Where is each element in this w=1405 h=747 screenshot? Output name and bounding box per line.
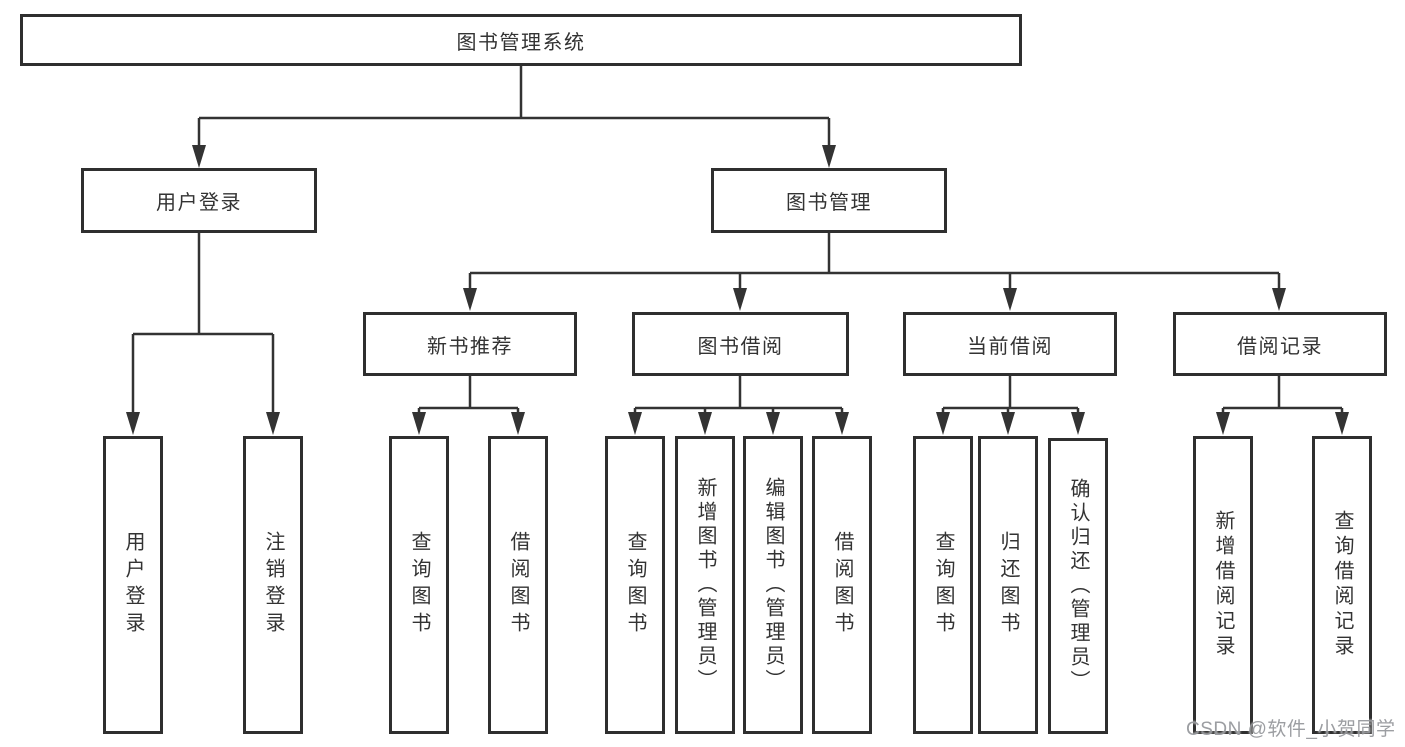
node-new-book-recommend-label: 新书推荐 xyxy=(427,335,513,358)
leaf-borrow-books-1: 借阅图书 xyxy=(488,436,548,734)
leaf-add-books-admin-label: 新增图书（管理员） xyxy=(694,477,716,693)
node-borrow-records-label: 借阅记录 xyxy=(1237,335,1323,358)
node-book-management: 图书管理 xyxy=(711,168,947,233)
leaf-query-books-2: 查询图书 xyxy=(605,436,665,734)
node-current-borrow-label: 当前借阅 xyxy=(967,335,1053,358)
leaf-user-login-label: 用户登录 xyxy=(122,531,144,639)
leaf-edit-books-admin-label: 编辑图书（管理员） xyxy=(762,477,784,693)
leaf-add-borrow-record: 新增借阅记录 xyxy=(1193,436,1253,734)
leaf-confirm-return-admin-label: 确认归还（管理员） xyxy=(1067,478,1089,694)
leaf-query-borrow-record: 查询借阅记录 xyxy=(1312,436,1372,734)
leaf-return-books-label: 归还图书 xyxy=(997,531,1019,639)
leaf-add-books-admin: 新增图书（管理员） xyxy=(675,436,735,734)
leaf-return-books: 归还图书 xyxy=(978,436,1038,734)
node-new-book-recommend: 新书推荐 xyxy=(363,312,577,376)
leaf-edit-books-admin: 编辑图书（管理员） xyxy=(743,436,803,734)
leaf-query-books-3: 查询图书 xyxy=(913,436,973,734)
node-library-system-label: 图书管理系统 xyxy=(456,31,586,54)
csdn-watermark: CSDN @软件_小贺同学 xyxy=(1186,719,1396,740)
node-borrow-records: 借阅记录 xyxy=(1173,312,1387,376)
leaf-query-books-3-label: 查询图书 xyxy=(932,531,954,639)
leaf-borrow-books-2: 借阅图书 xyxy=(812,436,872,734)
leaf-logout-label: 注销登录 xyxy=(262,531,284,639)
node-current-borrow: 当前借阅 xyxy=(903,312,1117,376)
node-book-management-label: 图书管理 xyxy=(786,192,872,214)
leaf-query-books-2-label: 查询图书 xyxy=(624,531,646,639)
leaf-borrow-books-2-label: 借阅图书 xyxy=(831,531,853,639)
node-library-system: 图书管理系统 xyxy=(20,14,1022,66)
node-book-borrow: 图书借阅 xyxy=(632,312,849,376)
leaf-query-borrow-record-label: 查询借阅记录 xyxy=(1331,510,1353,660)
node-user-login-label: 用户登录 xyxy=(156,192,242,214)
leaf-query-books-1-label: 查询图书 xyxy=(408,531,430,639)
leaf-user-login: 用户登录 xyxy=(103,436,163,734)
leaf-query-books-1: 查询图书 xyxy=(389,436,449,734)
leaf-add-borrow-record-label: 新增借阅记录 xyxy=(1212,510,1234,660)
leaf-borrow-books-1-label: 借阅图书 xyxy=(507,531,529,639)
leaf-logout: 注销登录 xyxy=(243,436,303,734)
node-user-login: 用户登录 xyxy=(81,168,317,233)
leaf-confirm-return-admin: 确认归还（管理员） xyxy=(1048,438,1108,734)
node-book-borrow-label: 图书借阅 xyxy=(697,335,784,358)
